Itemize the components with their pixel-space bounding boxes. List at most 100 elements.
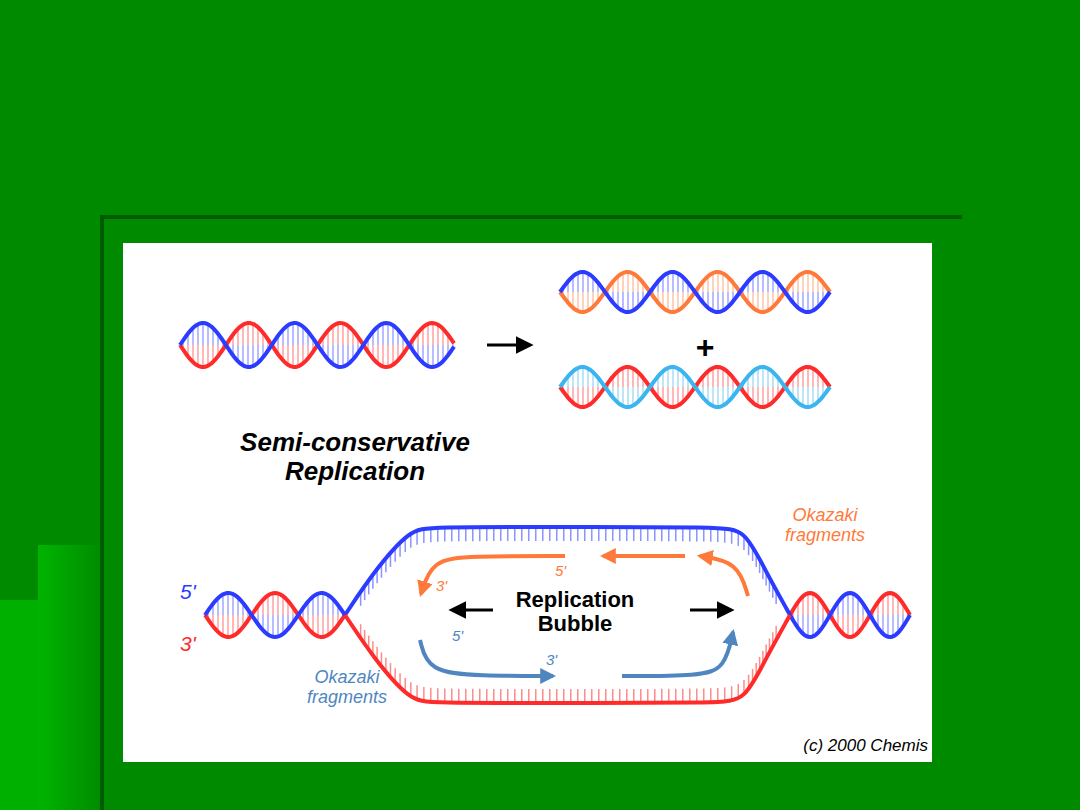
base-stub	[775, 590, 777, 604]
base-stub	[444, 528, 446, 542]
base-pair	[582, 367, 584, 387]
base-pair	[587, 292, 589, 311]
base-stub	[479, 689, 481, 703]
base-stub	[775, 626, 777, 640]
base-pair	[587, 387, 589, 406]
base-stub	[514, 527, 516, 541]
base-pair	[277, 615, 279, 637]
base-pair	[807, 292, 809, 312]
okazaki-fragment	[622, 632, 733, 676]
base-stub	[710, 688, 712, 702]
base-pair	[247, 323, 249, 345]
base-stub	[605, 527, 607, 541]
base-pair	[232, 594, 234, 615]
dna-strand	[560, 367, 830, 407]
base-pair	[892, 594, 894, 615]
base-stub	[570, 527, 572, 541]
base-pair	[297, 324, 299, 345]
base-stub	[556, 527, 558, 541]
base-pair	[437, 325, 439, 345]
base-stub	[584, 527, 586, 541]
base-pair	[812, 387, 814, 406]
base-pair	[722, 273, 724, 292]
dna-strand	[205, 593, 345, 637]
base-stub	[612, 527, 614, 541]
base-stub	[372, 641, 374, 655]
base-pair	[762, 292, 764, 312]
base-stub	[394, 668, 396, 682]
base-stub	[710, 528, 712, 542]
base-pair	[802, 292, 804, 311]
label: 3'	[436, 578, 447, 595]
base-pair	[807, 593, 809, 615]
base-pair	[227, 615, 229, 637]
base-pair	[587, 273, 589, 292]
base-stub	[528, 527, 530, 541]
base-pair	[667, 273, 669, 292]
base-stub	[738, 684, 740, 698]
base-stub	[689, 527, 691, 541]
base-stub	[493, 689, 495, 703]
base-stub	[612, 689, 614, 703]
base-pair	[327, 595, 329, 615]
base-stub	[640, 689, 642, 703]
base-pair	[852, 615, 854, 636]
base-stub	[647, 689, 649, 703]
base-stub	[772, 632, 774, 646]
base-stub	[577, 527, 579, 541]
base-pair	[672, 292, 674, 312]
base-pair	[587, 368, 589, 387]
base-pair	[852, 594, 854, 615]
base-stub	[514, 689, 516, 703]
base-pair	[757, 368, 759, 387]
label: 5'	[452, 628, 463, 645]
base-stub	[364, 586, 366, 600]
base-stub	[675, 689, 677, 703]
base-pair	[322, 593, 324, 615]
base-pair	[667, 368, 669, 387]
base-pair	[622, 368, 624, 387]
slide-band	[0, 600, 38, 810]
base-pair	[267, 615, 269, 635]
base-pair	[667, 387, 669, 406]
base-stub	[668, 689, 670, 703]
base-stub	[451, 527, 453, 541]
okazaki-fragment	[700, 556, 748, 596]
base-stub	[755, 663, 757, 677]
base-pair	[627, 292, 629, 312]
base-stub	[479, 527, 481, 541]
dna-strand	[560, 272, 830, 312]
base-pair	[712, 368, 714, 387]
base-pair	[577, 368, 579, 387]
base-pair	[267, 595, 269, 615]
base-stub	[748, 541, 750, 555]
base-pair	[392, 345, 394, 365]
base-stub	[752, 547, 754, 561]
base-pair	[317, 594, 319, 615]
base-stub	[577, 689, 579, 703]
frame-line	[100, 215, 962, 219]
base-stub	[465, 689, 467, 703]
base-stub	[598, 689, 600, 703]
base-stub	[661, 689, 663, 703]
base-stub	[584, 689, 586, 703]
dna-strand	[790, 593, 910, 637]
label: (c) 2000 Chemis	[780, 737, 928, 756]
process-arrow	[487, 344, 530, 347]
base-stub	[762, 651, 764, 665]
base-stub	[731, 686, 733, 700]
base-pair	[722, 368, 724, 387]
base-pair	[627, 272, 629, 292]
base-pair	[427, 324, 429, 345]
base-pair	[712, 292, 714, 311]
base-stub	[605, 689, 607, 703]
base-pair	[717, 387, 719, 407]
dna-helices	[180, 272, 830, 407]
base-stub	[472, 527, 474, 541]
base-pair	[577, 273, 579, 292]
base-pair	[812, 292, 814, 311]
base-stub	[755, 553, 757, 567]
base-pair	[717, 367, 719, 387]
